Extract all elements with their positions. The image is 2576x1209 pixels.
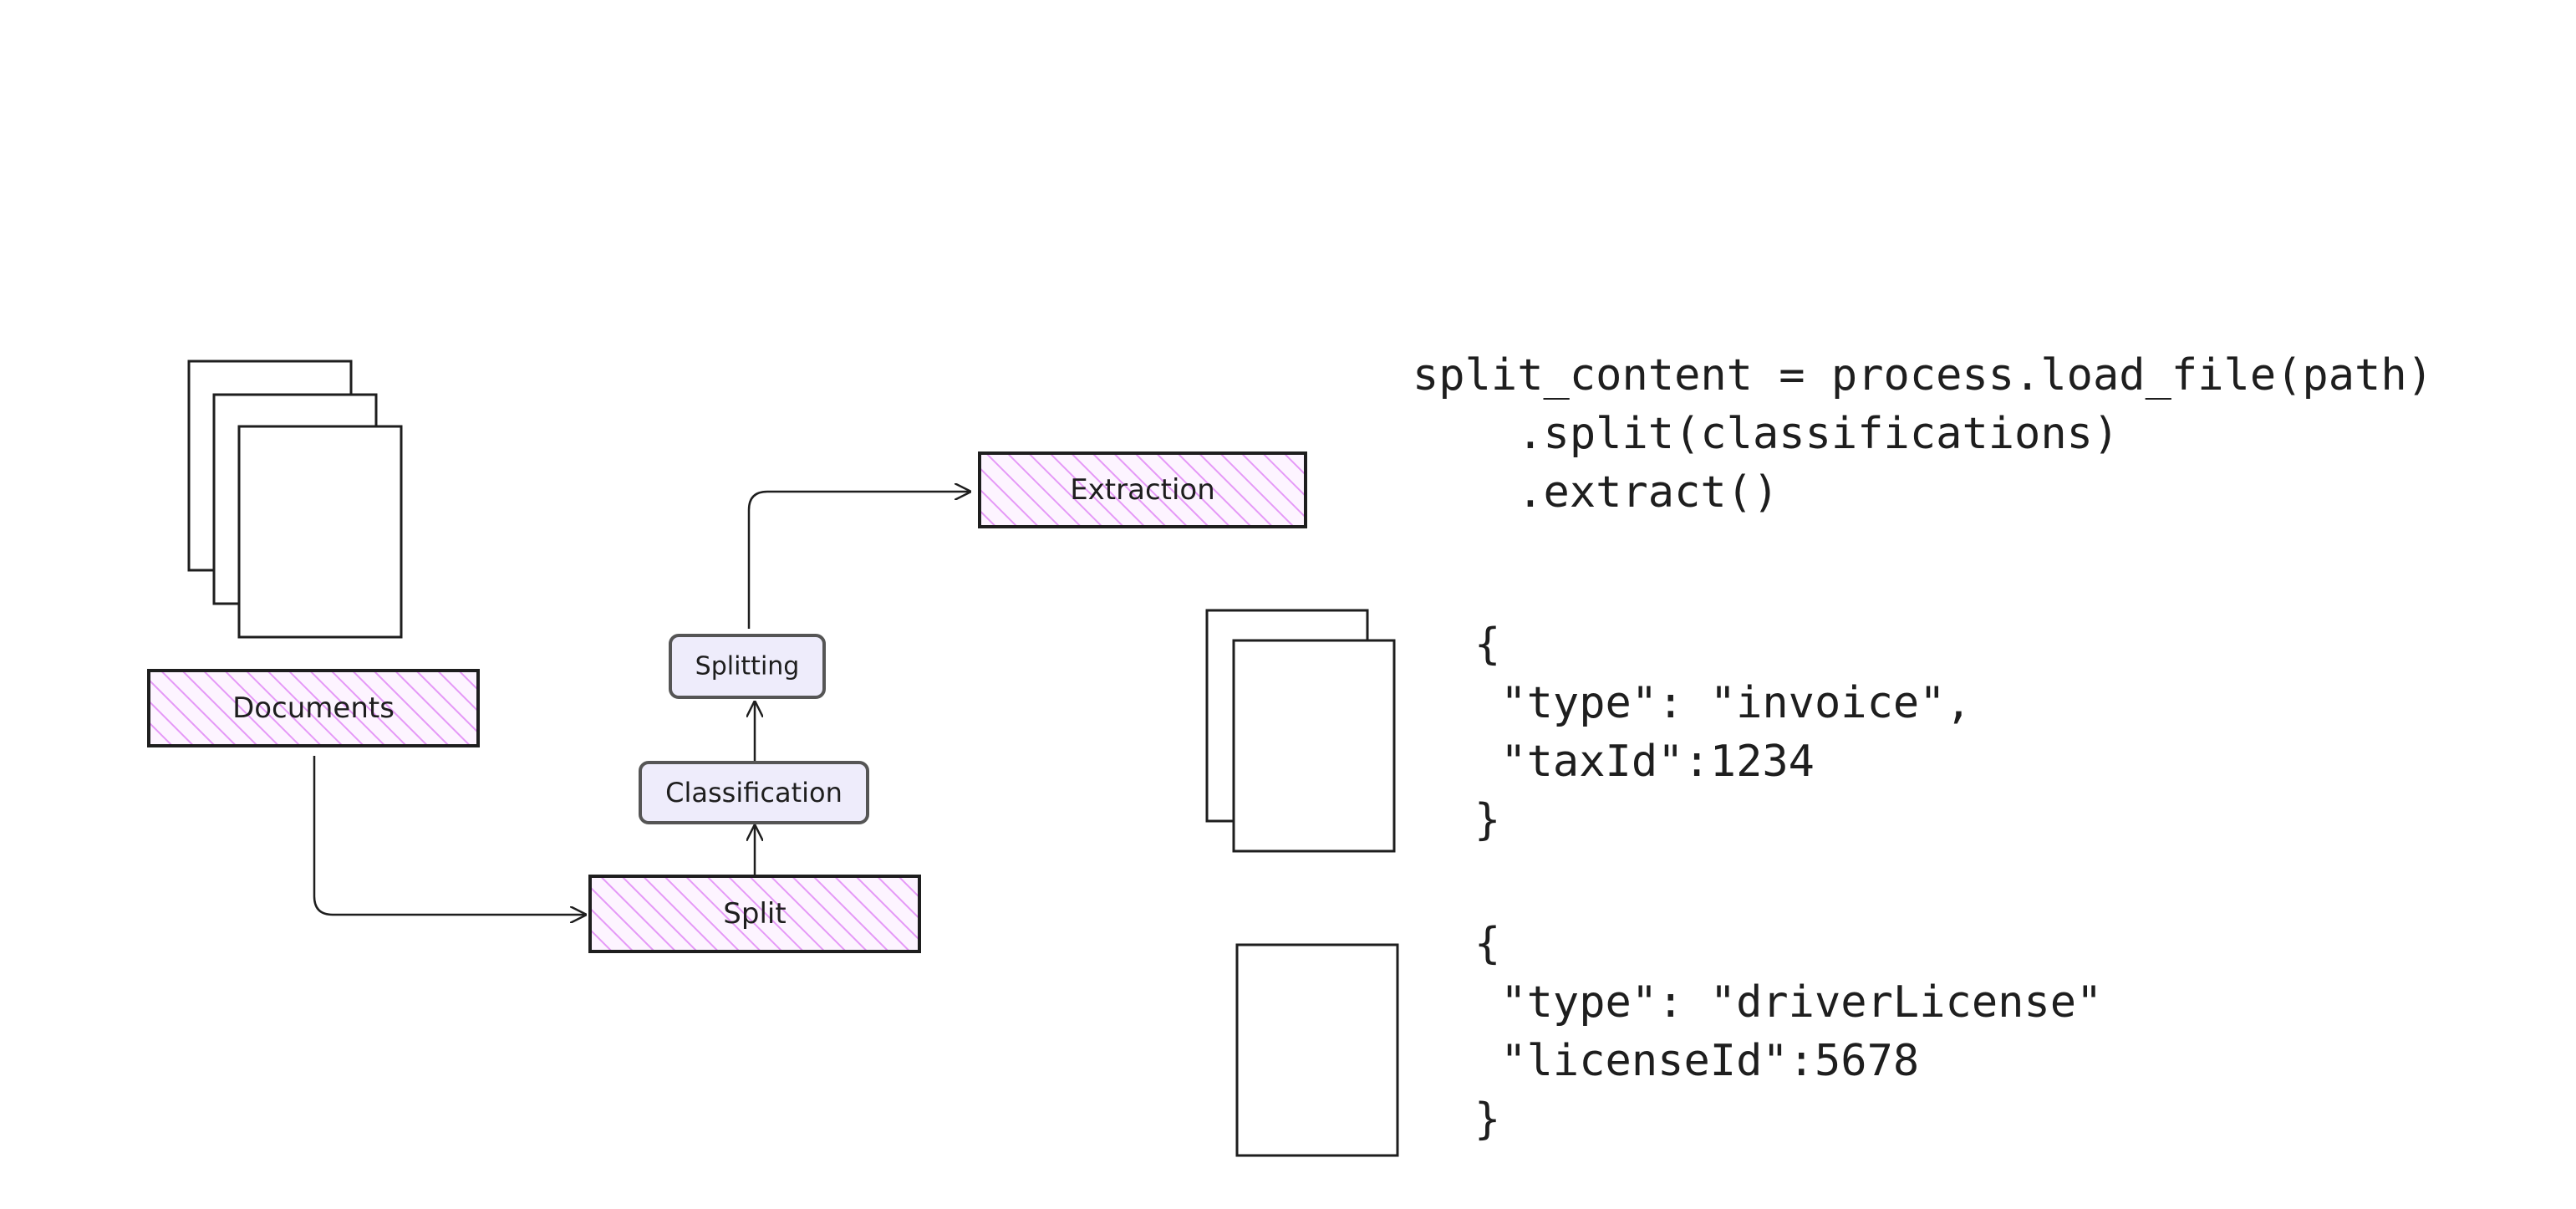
extraction-label: Extraction [1070,473,1215,507]
documents-box: Documents [147,669,480,747]
splitting-label: Splitting [695,652,800,681]
code-line: split_content = process.load_file(path) [1413,350,2433,400]
documents-label: Documents [232,691,395,725]
code-snippet: split_content = process.load_file(path) … [1413,346,2433,522]
document-stack-icon [187,360,403,639]
json-line: { [1474,620,1501,670]
arrow-documents-to-split [313,756,585,915]
extraction-box: Extraction [978,451,1307,528]
invoice-document-icon [1205,609,1396,853]
code-line: .split(classifications) [1413,409,2120,459]
json-line: "type": "invoice", [1474,678,1972,728]
code-line: .extract() [1413,467,1779,518]
split-label: Split [723,897,786,931]
split-box: Split [588,875,921,953]
json-line: } [1474,1094,1501,1145]
invoice-json-output: { "type": "invoice", "taxId":1234 } [1474,615,1972,849]
json-line: { [1474,919,1501,969]
splitting-box: Splitting [669,634,826,699]
json-line: "licenseId":5678 [1474,1036,1920,1086]
arrow-splitting-to-extraction [747,492,970,629]
driver-license-json-output: { "type": "driverLicense" "licenseId":56… [1474,915,2102,1149]
json-line: } [1474,795,1501,845]
classification-label: Classification [665,777,843,809]
json-line: "taxId":1234 [1474,737,1815,787]
driver-license-document-icon [1235,943,1399,1157]
json-line: "type": "driverLicense" [1474,977,2103,1028]
classification-box: Classification [639,761,869,824]
